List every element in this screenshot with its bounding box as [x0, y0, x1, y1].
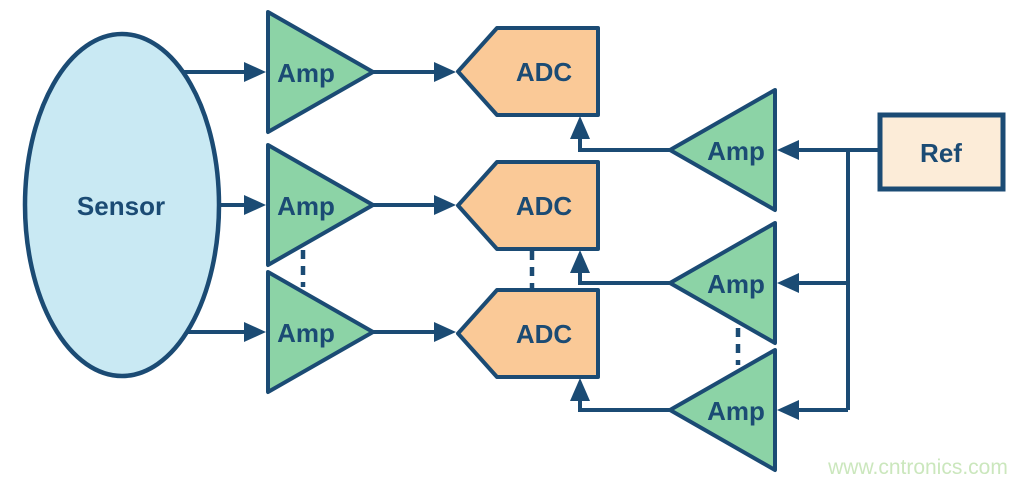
ref-box-label: Ref: [920, 138, 962, 168]
ref-amp1-label: Amp: [707, 136, 765, 166]
wires: [150, 62, 880, 420]
arrowhead-ref-to-refamp1: [777, 140, 799, 160]
ref-amp3-shape: [668, 348, 777, 472]
amp1-label: Amp: [277, 58, 335, 88]
ref-amp3-label: Amp: [707, 396, 765, 426]
arrowhead-sensor-to-amp3: [244, 322, 266, 342]
arrowhead-bus-to-refamp3: [777, 400, 799, 420]
arrowhead-amp2-to-adc2: [434, 195, 456, 215]
arrowhead-amp1-to-adc1: [434, 62, 456, 82]
arrowhead-refamp3-to-adc3: [570, 378, 590, 401]
sensor-shape: [22, 31, 222, 379]
arrowhead-amp3-to-adc3: [434, 322, 456, 342]
adc1-label: ADC: [516, 57, 573, 87]
adc3-shape: [456, 288, 600, 379]
adc2-label: ADC: [516, 191, 573, 221]
wire-refamp1-to-adc1: [578, 139, 672, 152]
watermark: www.cntronics.com: [827, 456, 1008, 479]
amp3-label: Amp: [277, 318, 335, 348]
amp3-shape: [266, 270, 375, 394]
adc3-label: ADC: [516, 319, 573, 349]
amp1-shape: [266, 10, 375, 134]
adc1-shape: [456, 26, 600, 117]
ref-amp2-label: Amp: [707, 269, 765, 299]
arrowhead-refamp1-to-adc1: [570, 116, 590, 139]
sensor-label: Sensor: [77, 191, 165, 221]
arrowhead-bus-to-refamp2: [777, 273, 799, 293]
ref-amp2-shape: [668, 221, 777, 345]
adc2-shape: [456, 160, 600, 251]
ref-amp1-shape: [668, 88, 777, 212]
arrowhead-sensor-to-amp2: [244, 195, 266, 215]
arrowhead-refamp2-to-adc2: [570, 250, 590, 273]
wire-refamp3-to-adc3: [578, 401, 672, 412]
arrowhead-sensor-to-amp1: [244, 62, 266, 82]
wire-refamp2-to-adc2: [578, 273, 672, 285]
continuation-marks: [300, 250, 741, 365]
amp2-label: Amp: [277, 191, 335, 221]
amp2-shape: [266, 143, 375, 267]
ref-box-shape: [877, 112, 1006, 192]
